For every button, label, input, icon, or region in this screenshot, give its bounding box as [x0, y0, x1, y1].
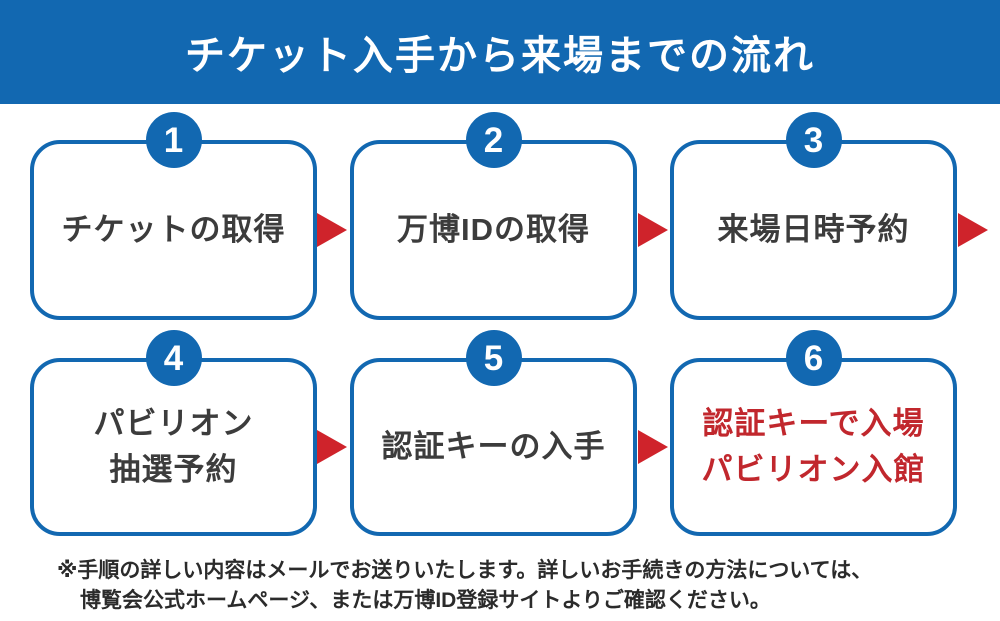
footnote: ※手順の詳しい内容はメールでお送りいたします。詳しいお手続きの方法については、 … [57, 556, 967, 617]
step-number-badge: 2 [465, 112, 522, 168]
step-label: チケットの取得 [61, 211, 286, 247]
step-label-highlighted: 認証キーで入場 パビリオン入館 [702, 401, 926, 494]
step-box-1: 1 チケットの取得 [30, 112, 317, 320]
header-banner: チケット入手から来場までの流れ [0, 0, 1000, 104]
step-label: 万博IDの取得 [397, 211, 590, 247]
step-label-line: パビリオン入館 [701, 452, 926, 487]
step-box-5: 5 認証キーの入手 [350, 330, 637, 536]
step-number-badge: 3 [785, 112, 842, 168]
arrow-right-icon [317, 213, 347, 247]
footnote-line: 博覧会公式ホームページ、または万博ID登録サイトよりご確認ください。 [80, 589, 771, 613]
arrow-right-icon [638, 213, 668, 247]
step-label: 認証キーの入手 [381, 428, 606, 464]
step-box-2: 2 万博IDの取得 [350, 112, 637, 320]
footnote-line: ※手順の詳しい内容はメールでお送りいたします。詳しいお手続きの方法については、 [57, 559, 873, 582]
step-number-badge: 4 [145, 330, 202, 386]
arrow-right-icon [958, 213, 988, 247]
page-title: チケット入手から来場までの流れ [185, 34, 815, 78]
step-number-badge: 1 [145, 112, 202, 168]
step-box-4: 4 パビリオン 抽選予約 [30, 330, 317, 536]
step-number-badge: 6 [785, 330, 842, 386]
step-label: パビリオン 抽選予約 [94, 401, 254, 494]
step-label: 来場日時予約 [717, 211, 910, 247]
arrow-right-icon [638, 430, 668, 464]
step-label-line: パビリオン [93, 405, 254, 441]
step-number-badge: 5 [465, 330, 522, 386]
step-box-3: 3 来場日時予約 [670, 112, 957, 320]
step-box-6: 6 認証キーで入場 パビリオン入館 [670, 330, 957, 536]
step-label-line: 抽選予約 [109, 452, 238, 487]
step-label-line: 認証キーで入場 [702, 405, 925, 441]
arrow-right-icon [317, 430, 347, 464]
